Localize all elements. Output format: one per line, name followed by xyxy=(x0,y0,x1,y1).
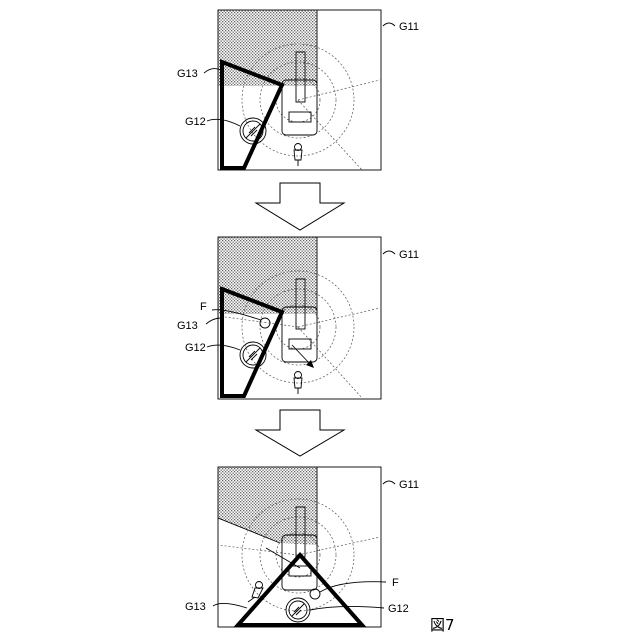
leader-g11 xyxy=(383,251,395,254)
label-g13: G13 xyxy=(177,320,198,332)
label-g13: G13 xyxy=(185,601,206,613)
figure-number: 図7 xyxy=(430,616,455,634)
leader-g11 xyxy=(383,23,395,26)
label-g11: G11 xyxy=(399,479,419,491)
panel-1: G11 G13 G12 xyxy=(177,10,419,170)
label-g11: G11 xyxy=(399,21,419,33)
camera-view-icon-g12 xyxy=(286,598,310,622)
label-g12: G12 xyxy=(388,603,409,615)
leader-g11 xyxy=(383,481,395,484)
panel-3: G11 F G13 G12 xyxy=(185,467,419,627)
transition-arrow-1 xyxy=(256,183,344,230)
person-icon xyxy=(294,144,302,167)
shaded-obstacle-area xyxy=(218,467,317,545)
leader-g13 xyxy=(206,318,221,324)
label-g12: G12 xyxy=(185,342,206,354)
shaded-obstacle-area xyxy=(218,237,317,314)
label-g13: G13 xyxy=(177,68,198,80)
label-f: F xyxy=(200,301,207,313)
shaded-obstacle-area xyxy=(218,10,317,86)
label-f: F xyxy=(392,577,399,589)
transition-arrow-2 xyxy=(256,410,344,456)
label-g12: G12 xyxy=(185,116,206,128)
panel-2: G11 F G13 G12 xyxy=(177,237,419,399)
label-g11: G11 xyxy=(399,249,419,261)
focus-marker-f xyxy=(310,589,320,599)
